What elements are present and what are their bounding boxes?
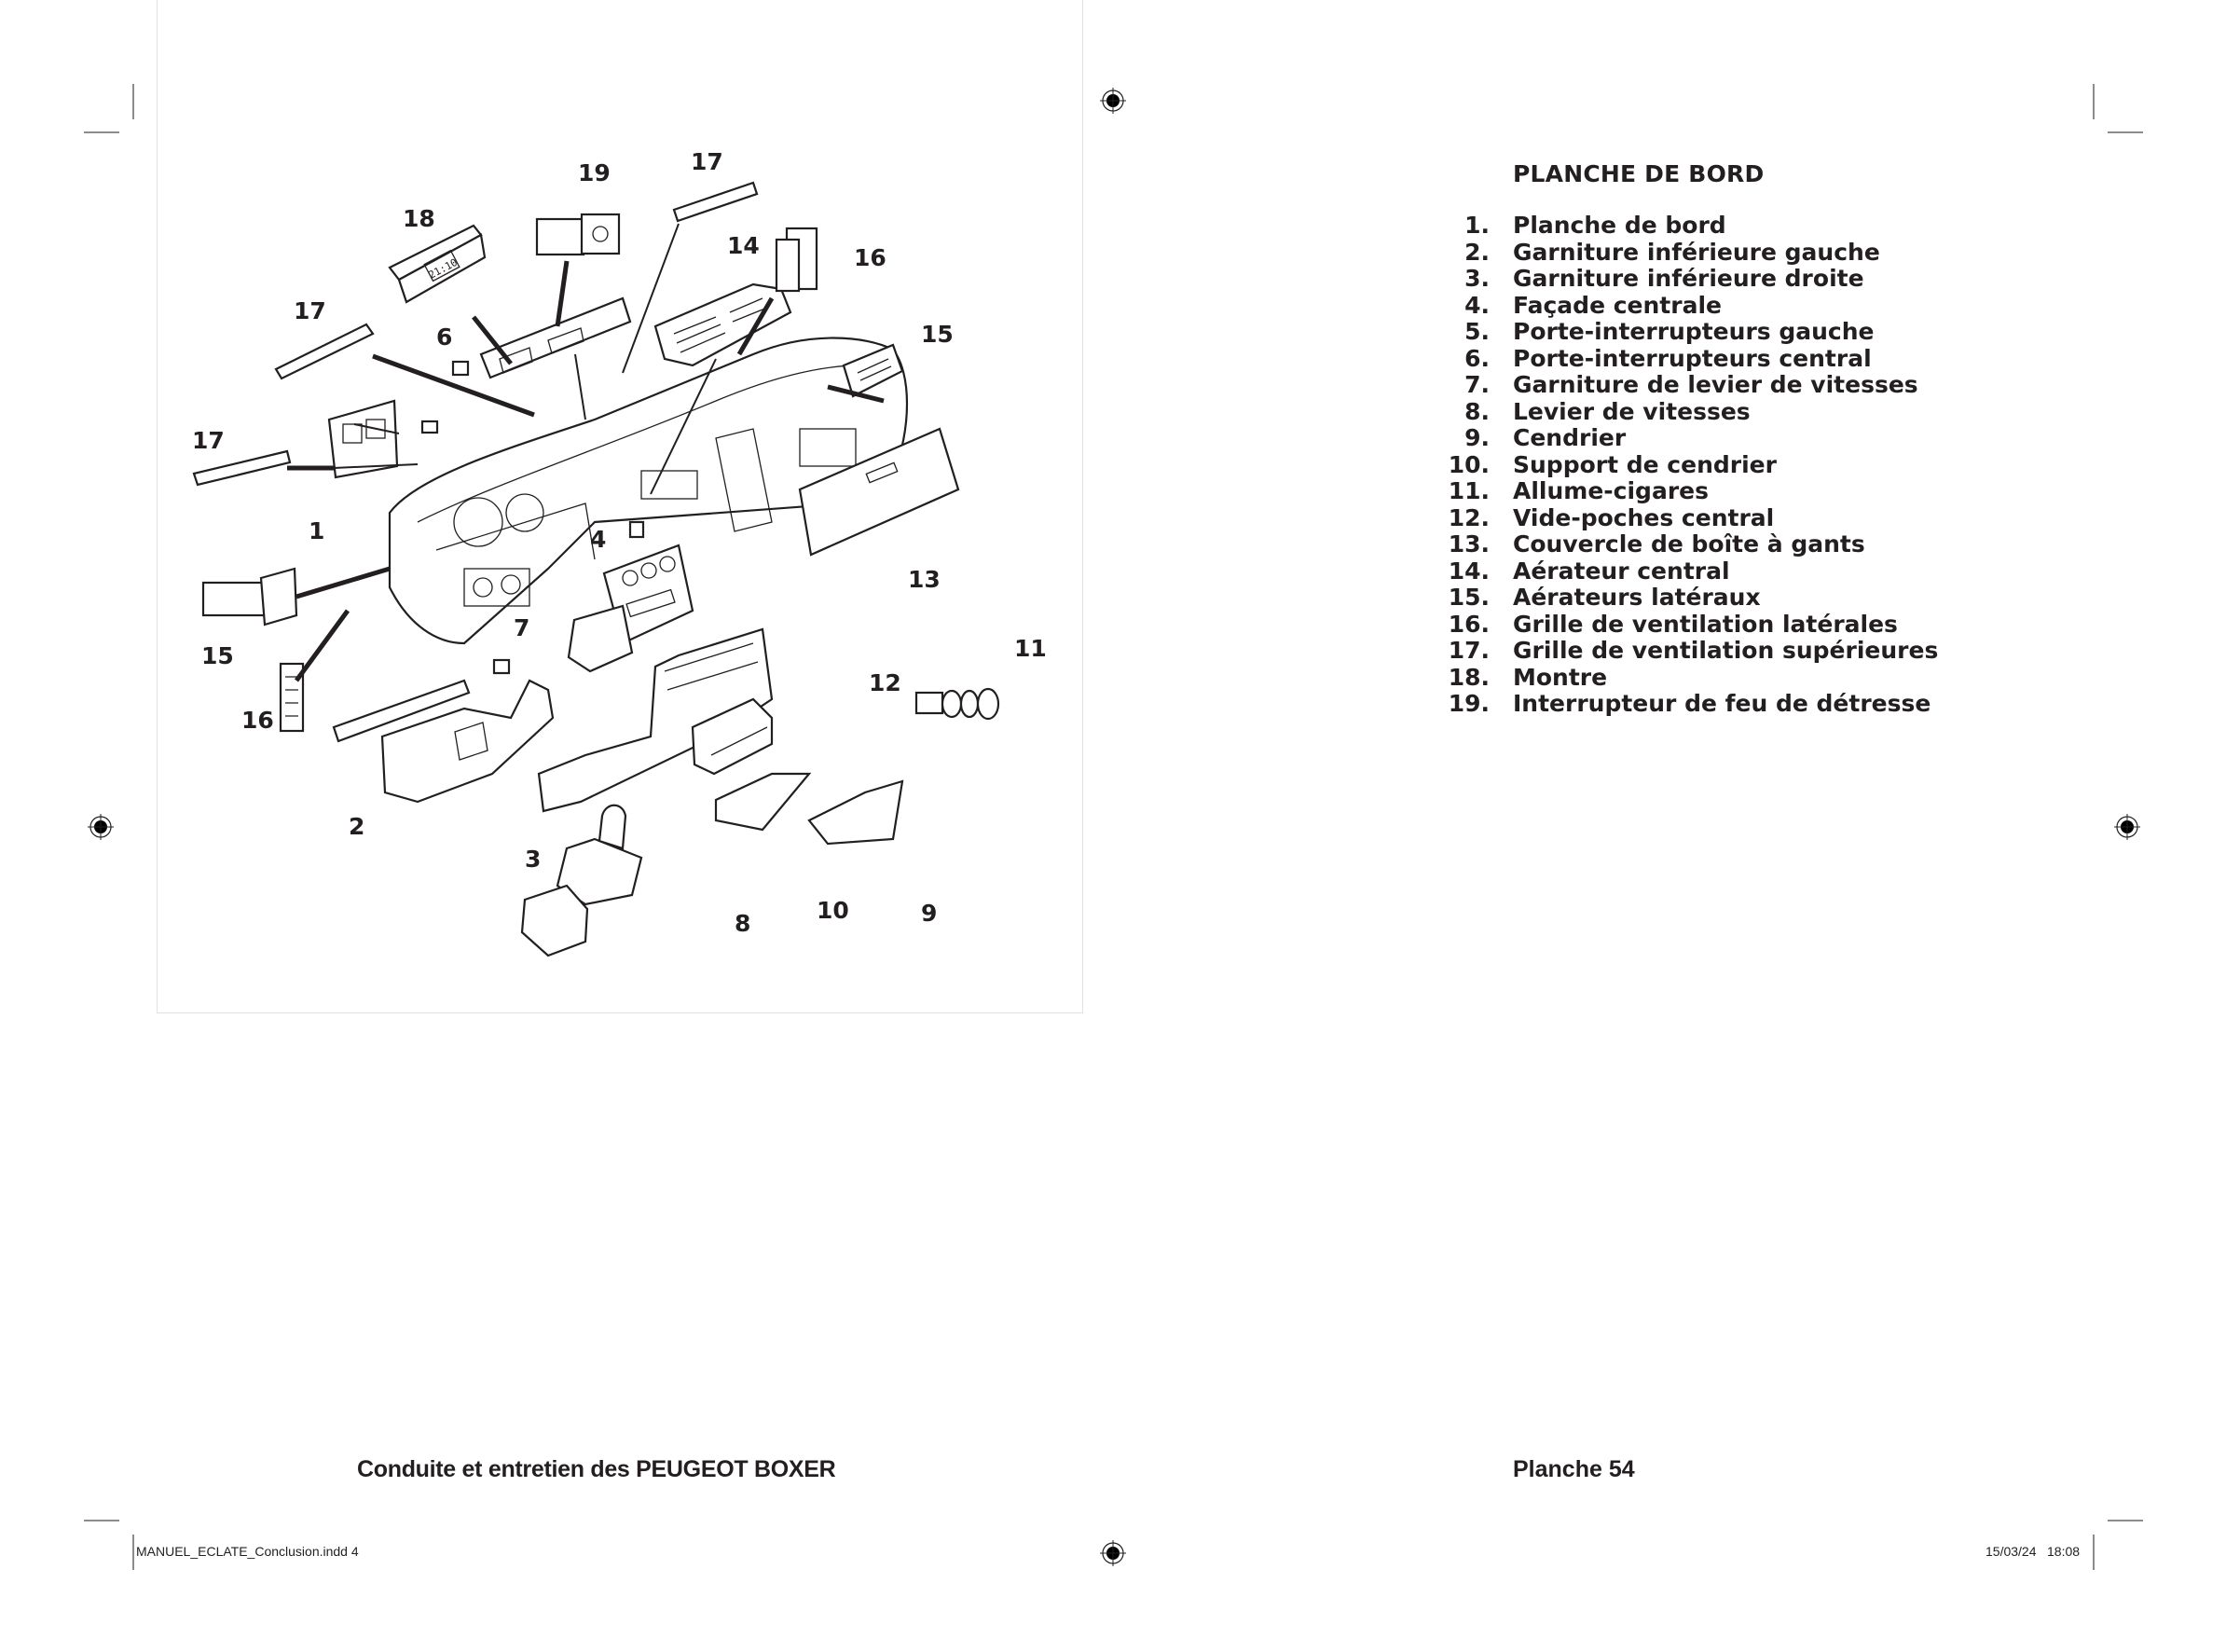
parts-list-item: 7.Garniture de levier de vitesses: [1464, 371, 1918, 398]
parts-list-item: 15.Aérateurs latéraux: [1448, 584, 1761, 611]
dashboard-bracket-part: [332, 679, 471, 743]
crop-mark-bottom-left-h: [84, 1520, 119, 1521]
parts-list-item: 19.Interrupteur de feu de détresse: [1448, 690, 1931, 717]
upper-vent-grille-part: [192, 181, 759, 487]
parts-list-item: 13.Couvercle de boîte à gants: [1448, 530, 1865, 558]
glovebox-lid-part: [798, 427, 960, 557]
parts-list-item: 3.Garniture inférieure droite: [1464, 265, 1864, 292]
crop-mark-top-left-h: [84, 131, 119, 133]
slug-time: 18:08: [2047, 1544, 2081, 1559]
ashtray-holder-part: [714, 772, 812, 832]
callout-17-left: 17: [192, 427, 225, 454]
crop-mark-top-left-v: [132, 84, 134, 119]
parts-list-item: 10.Support de cendrier: [1448, 450, 1777, 478]
parts-list: 1.Planche de bord 2.Garniture inférieure…: [1436, 212, 1939, 718]
crop-mark-top-right-h: [2108, 131, 2143, 133]
cigar-lighter-part: [914, 687, 1000, 721]
callout-15-right: 15: [921, 321, 954, 348]
slug-filename: MANUEL_ECLATE_Conclusion.indd 4: [136, 1544, 359, 1559]
gear-lever-part: [520, 804, 643, 957]
right-vent-grille-part: [775, 227, 818, 293]
callout-12: 12: [869, 669, 901, 696]
callout-labels: 19 17 18 14 16 17 6 15 17 1 4 13 7 15 11…: [192, 148, 1047, 937]
callout-8: 8: [735, 910, 750, 937]
crop-mark-bottom-right-h: [2108, 1520, 2143, 1521]
callout-17-middle: 17: [294, 297, 326, 324]
callout-9: 9: [921, 900, 937, 927]
callout-2: 2: [349, 813, 364, 840]
parts-list-item: 9.Cendrier: [1464, 424, 1627, 451]
diagram-frame: [157, 0, 1083, 1013]
callout-18: 18: [403, 205, 435, 232]
parts-list-item: 4.Façade centrale: [1464, 291, 1722, 319]
crop-mark-bottom-left-v: [132, 1535, 134, 1570]
central-vent-part: [653, 282, 792, 367]
clock-part: 21:10: [388, 224, 487, 304]
registration-mark-top-icon: [1100, 88, 1126, 114]
callout-16-left: 16: [241, 707, 274, 734]
gear-lever-trim-part: [492, 604, 634, 675]
parts-list-item: 11.Allume-cigares: [1448, 477, 1709, 504]
center-switch-holder-part: [451, 296, 632, 379]
registration-mark-right-icon: [2114, 814, 2140, 840]
hazard-switch-part: [535, 213, 621, 256]
parts-list-item: 14.Aérateur central: [1448, 557, 1730, 585]
callout-16-right: 16: [854, 244, 886, 271]
parts-list-item: 17.Grille de ventilation supérieures: [1448, 637, 1939, 664]
running-footer-left: Conduite et entretien des PEUGEOT BOXER: [357, 1456, 836, 1482]
slug-date: 15/03/24: [1986, 1544, 2037, 1559]
registration-mark-left-icon: [88, 814, 114, 840]
callout-19: 19: [578, 159, 611, 186]
storage-tray-part: [691, 697, 774, 776]
leader-lines: [287, 223, 885, 682]
parts-list-item: 2.Garniture inférieure gauche: [1464, 238, 1880, 266]
parts-list-item: 18.Montre: [1448, 663, 1608, 691]
running-footer-right: Planche 54: [1513, 1456, 1635, 1482]
crop-mark-bottom-right-v: [2093, 1535, 2095, 1570]
callout-14: 14: [727, 232, 760, 259]
callout-10: 10: [817, 897, 849, 924]
callout-13: 13: [908, 566, 941, 593]
parts-list-item: 6.Porte-interrupteurs central: [1464, 344, 1872, 372]
lower-right-trim-part: [537, 627, 774, 813]
registration-mark-bottom-icon: [1100, 1540, 1126, 1566]
crop-mark-top-right-v: [2093, 84, 2095, 119]
callout-3: 3: [525, 846, 541, 873]
callout-1: 1: [309, 517, 324, 544]
callout-11: 11: [1014, 635, 1047, 662]
callout-15-left: 15: [201, 642, 234, 669]
parts-list-item: 8.Levier de vitesses: [1464, 397, 1751, 425]
section-title: PLANCHE DE BORD: [1513, 160, 1765, 187]
lower-left-trim-part: [380, 679, 555, 804]
exploded-dashboard-diagram: 21:10: [192, 148, 1047, 957]
callout-6: 6: [436, 324, 452, 351]
parts-list-item: 12.Vide-poches central: [1448, 503, 1775, 531]
parts-list-item: 16.Grille de ventilation latérales: [1448, 610, 1898, 638]
callout-4: 4: [590, 526, 606, 553]
ashtray-part: [807, 779, 904, 846]
parts-list-item: 5.Porte-interrupteurs gauche: [1464, 318, 1875, 345]
callout-7: 7: [514, 614, 529, 641]
left-side-vent-part: [201, 567, 298, 626]
right-side-vent-part: [842, 343, 904, 398]
callout-17-top: 17: [691, 148, 723, 175]
parts-list-item: 1.Planche de bord: [1464, 212, 1726, 239]
left-switch-holder-part: [327, 399, 439, 479]
